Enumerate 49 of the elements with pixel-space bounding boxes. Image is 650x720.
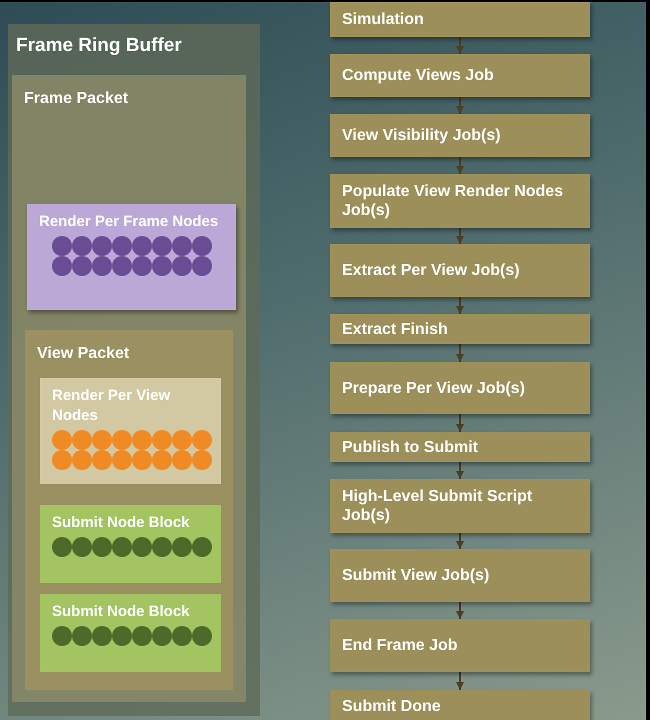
arrow xyxy=(456,462,464,479)
box-title: View Packet xyxy=(37,344,130,364)
arrow xyxy=(456,344,464,362)
box-title: Submit Node Block xyxy=(52,602,191,622)
box-label: Populate View Render Nodes Job(s) xyxy=(342,182,564,220)
box-title: Render Per View Nodes xyxy=(52,386,172,426)
process-box xyxy=(330,114,590,157)
packet-panel xyxy=(12,75,246,702)
node-box xyxy=(40,505,221,583)
box-label: Submit View Job(s) xyxy=(342,566,490,585)
arrow xyxy=(456,97,464,114)
box-label: Compute Views Job xyxy=(342,66,494,85)
process-box xyxy=(330,619,590,672)
process-box xyxy=(330,690,590,720)
process-box xyxy=(330,2,590,37)
box-title: Frame Ring Buffer xyxy=(16,34,183,58)
box-label: Submit Done xyxy=(342,696,441,716)
arrow xyxy=(456,602,464,619)
box-label: High-Level Submit Script Job(s) xyxy=(342,487,534,525)
process-box xyxy=(330,479,590,533)
box-label: Simulation xyxy=(342,10,424,29)
arrow xyxy=(456,37,464,54)
box-title: Frame Packet xyxy=(24,89,130,109)
process-box xyxy=(330,362,590,414)
process-box xyxy=(330,54,590,97)
arrow xyxy=(456,228,464,244)
process-box xyxy=(330,314,590,344)
process-box xyxy=(330,549,590,602)
arrow xyxy=(456,414,464,432)
arrow xyxy=(456,672,464,690)
box-label: Prepare Per View Job(s) xyxy=(342,378,525,398)
buffer-panel xyxy=(8,24,260,716)
box-label: Extract Per View Job(s) xyxy=(342,261,520,280)
arrow xyxy=(456,533,464,549)
box-title: Submit Node Block xyxy=(52,513,191,533)
box-label: End Frame Job xyxy=(342,636,458,655)
arrow xyxy=(456,157,464,174)
node-box xyxy=(40,594,221,672)
process-box xyxy=(330,174,590,228)
box-label: Extract Finish xyxy=(342,320,448,338)
box-label: Publish to Submit xyxy=(342,438,478,456)
arrow xyxy=(456,297,464,314)
process-box xyxy=(330,244,590,297)
box-title: Render Per Frame Nodes xyxy=(39,212,220,232)
node-box xyxy=(27,204,236,310)
packet-panel xyxy=(25,330,233,690)
process-box xyxy=(330,432,590,462)
node-box xyxy=(40,378,221,484)
box-label: View Visibility Job(s) xyxy=(342,126,501,145)
